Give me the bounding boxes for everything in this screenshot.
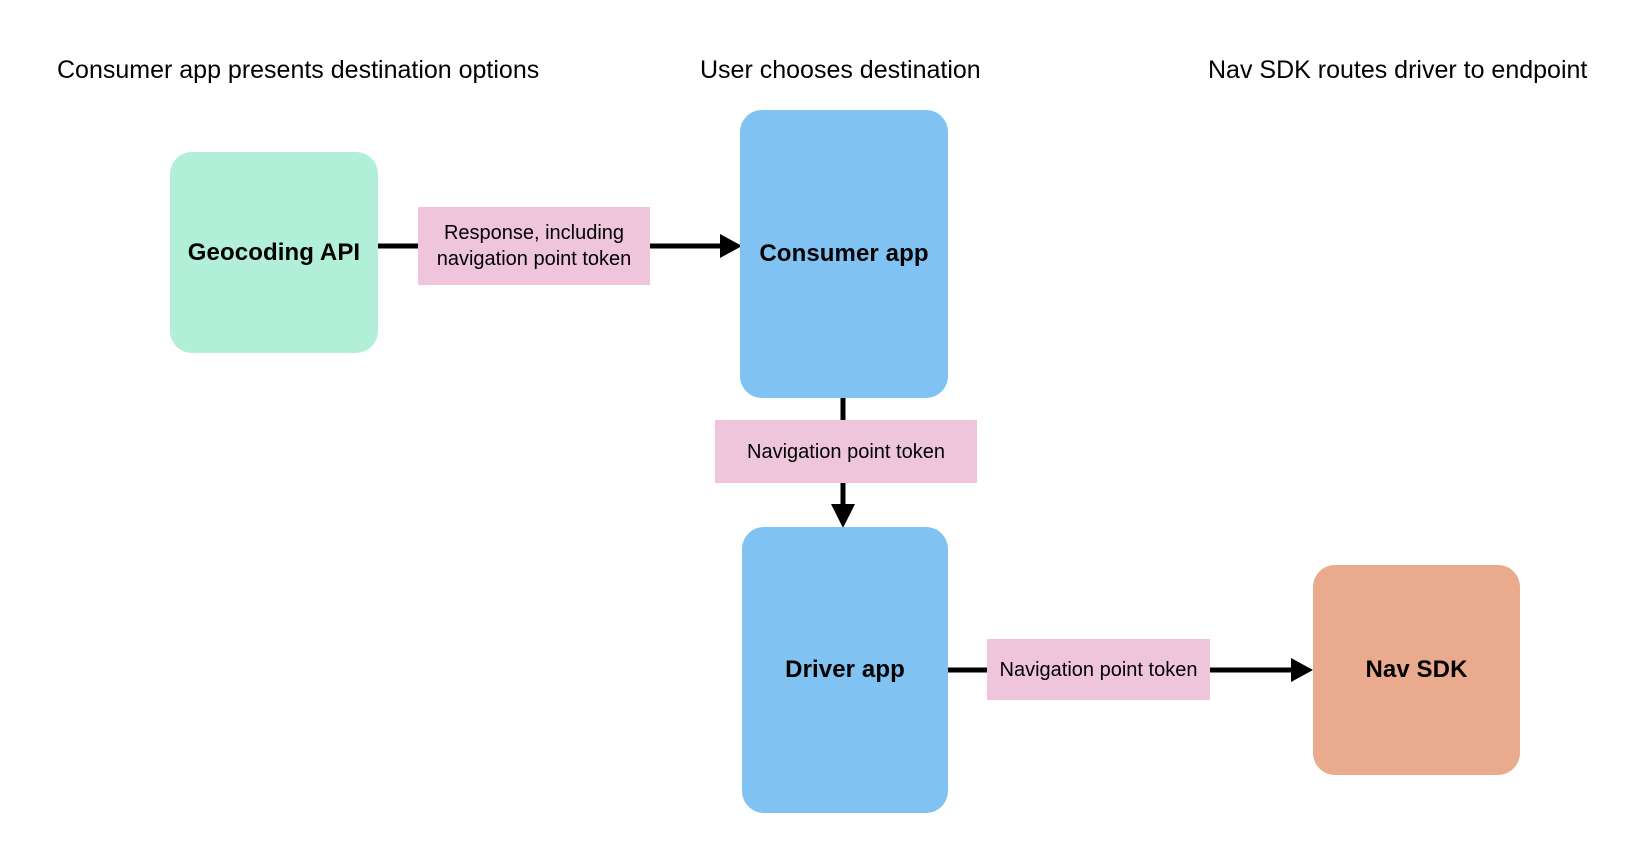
column-header-user-chooses: User chooses destination	[700, 56, 981, 84]
edge-label-navigation-point-token-horizontal-text: Navigation point token	[999, 658, 1198, 681]
node-driver-app-label: Driver app	[785, 656, 905, 683]
edge-label-navigation-point-token-horizontal: Navigation point token	[987, 639, 1210, 700]
node-consumer-app-label: Consumer app	[759, 240, 929, 267]
edge-label-navigation-point-token-vertical: Navigation point token	[715, 420, 977, 483]
edge-label-response-text: Response, including navigation point tok…	[436, 222, 632, 270]
column-header-consumer-app: Consumer app presents destination option…	[57, 56, 540, 84]
column-header-nav-sdk: Nav SDK routes driver to endpoint	[1208, 56, 1588, 84]
node-nav-sdk-label: Nav SDK	[1365, 656, 1468, 683]
node-geocoding-api[interactable]: Geocoding API	[170, 152, 378, 353]
node-driver-app[interactable]: Driver app	[742, 527, 948, 813]
edge-label-response-navigation-point-token: Response, including navigation point tok…	[418, 207, 650, 285]
node-geocoding-api-label: Geocoding API	[187, 238, 361, 266]
node-consumer-app[interactable]: Consumer app	[740, 110, 948, 398]
edge-label-navigation-point-token-vertical-text: Navigation point token	[747, 440, 945, 463]
node-nav-sdk[interactable]: Nav SDK	[1313, 565, 1520, 775]
